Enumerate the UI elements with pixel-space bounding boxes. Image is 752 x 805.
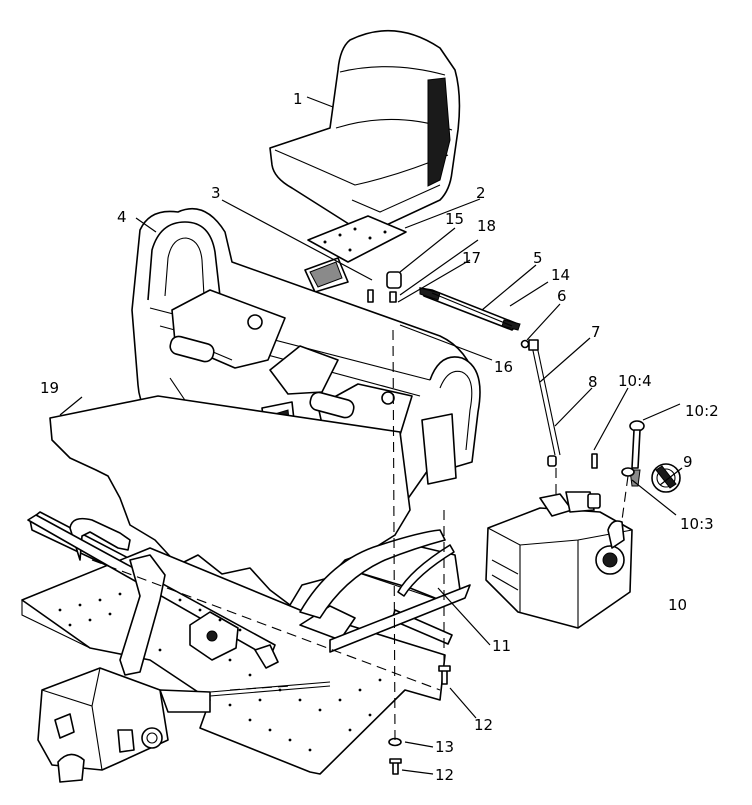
bolt-12-lower — [389, 758, 402, 775]
bolt-12-upper — [438, 665, 451, 685]
fender-bracket — [299, 529, 455, 619]
floor-mat — [49, 395, 411, 606]
callout-2: 2 — [476, 184, 486, 202]
callout-11: 11 — [492, 637, 511, 655]
callout-18: 18 — [477, 217, 496, 235]
callout-14: 14 — [551, 266, 570, 284]
pivot-rod — [419, 287, 530, 349]
callout-3: 3 — [211, 184, 221, 202]
callout-15: 15 — [445, 210, 464, 228]
tank-vent-fitting — [591, 453, 598, 469]
gauge-grommet — [621, 467, 635, 477]
leader-lines — [59, 96, 683, 775]
callout-labels: 1 2 3 4 5 6 7 8 9 10 10:2 10:3 10:4 11 1… — [40, 90, 719, 784]
tank-bushing — [547, 455, 557, 467]
callout-10-2: 10:2 — [685, 402, 719, 420]
seat — [269, 29, 461, 231]
callout-1: 1 — [293, 90, 303, 108]
callout-12-lower: 12 — [435, 766, 454, 784]
fuel-cap — [651, 463, 681, 493]
callout-8: 8 — [588, 373, 598, 391]
callout-12-upper: 12 — [474, 716, 493, 734]
callout-4: 4 — [117, 208, 127, 226]
callout-19: 19 — [40, 379, 59, 397]
callout-13: 13 — [435, 738, 454, 756]
callout-10-4: 10:4 — [618, 372, 652, 390]
deck-rivets — [58, 592, 382, 752]
callout-9: 9 — [683, 453, 693, 471]
callout-10: 10 — [668, 596, 687, 614]
seat-plate — [307, 215, 407, 263]
callout-7: 7 — [591, 323, 601, 341]
support-rod — [528, 339, 561, 456]
callout-16: 16 — [494, 358, 513, 376]
callout-6: 6 — [557, 287, 567, 305]
callout-17: 17 — [462, 249, 481, 267]
fuel-tank — [485, 491, 633, 629]
frame-chassis — [21, 511, 471, 783]
callout-10-3: 10:3 — [680, 515, 714, 533]
alignment-lines — [91, 329, 629, 741]
fuel-gauge — [629, 420, 645, 487]
seat-strip — [304, 257, 349, 293]
callout-5: 5 — [533, 249, 543, 267]
